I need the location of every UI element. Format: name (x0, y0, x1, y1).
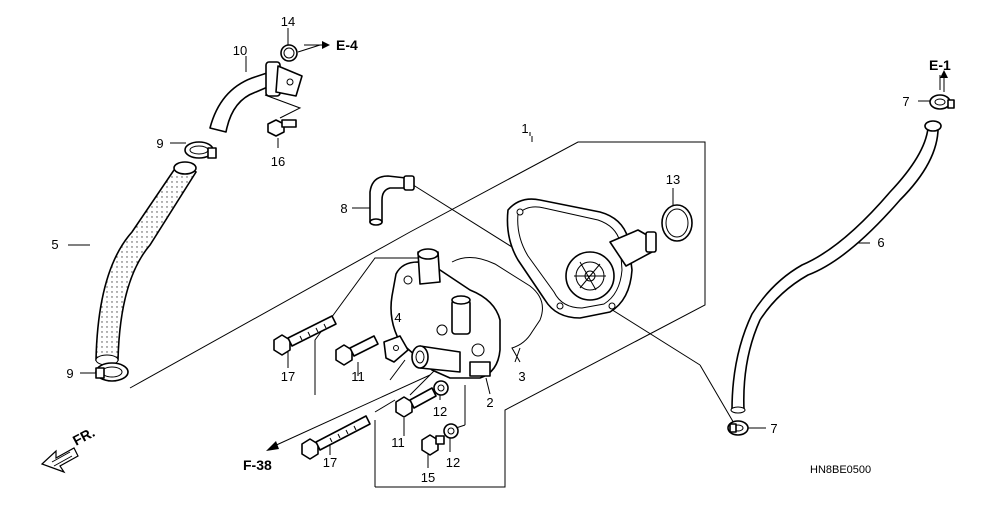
bolt-11-upper (335, 335, 379, 366)
hose-5 (95, 161, 198, 366)
label-part-17-lower: 17 (323, 455, 337, 470)
leader-lines (68, 28, 941, 468)
label-part-13: 13 (666, 172, 680, 187)
label-part-14: 14 (281, 14, 295, 29)
ref-f38: F-38 (243, 457, 272, 473)
e1-arrow (940, 70, 948, 92)
bolt-17-upper (273, 315, 337, 356)
clamp-7-top (929, 94, 955, 110)
housing-2 (390, 248, 501, 379)
clamp-9-bottom (95, 362, 129, 382)
hose-6 (730, 120, 942, 414)
label-part-16: 16 (271, 154, 285, 169)
f38-arrow (266, 374, 431, 451)
label-part-12-upper: 12 (433, 404, 447, 419)
label-part-8: 8 (340, 201, 347, 216)
clamp-7-bottom (727, 420, 749, 436)
water-pump (506, 198, 657, 319)
label-part-10: 10 (233, 43, 247, 58)
label-part-4: 4 (394, 310, 401, 325)
bolt-16 (267, 119, 297, 137)
washer-12-lower (443, 423, 459, 439)
o-ring-14-inner (283, 47, 295, 59)
label-part-9-top: 9 (156, 136, 163, 151)
ref-e1: E-1 (929, 57, 951, 73)
label-part-11-upper: 11 (351, 369, 365, 384)
e4-arrow (304, 41, 330, 49)
label-part-6: 6 (877, 235, 884, 250)
clamp-9-top (184, 141, 217, 159)
label-part-5: 5 (51, 237, 58, 252)
diagram-code: HN8BE0500 (810, 464, 871, 476)
label-part-15: 15 (421, 470, 435, 485)
bolt-11-lower (395, 387, 437, 418)
washer-12-upper (433, 380, 449, 396)
label-part-11-lower: 11 (391, 435, 405, 450)
gasket-3 (451, 257, 543, 363)
label-part-9-bottom: 9 (66, 366, 73, 381)
label-part-2: 2 (486, 395, 493, 410)
label-part-17-upper: 17 (281, 369, 295, 384)
label-part-7-top: 7 (902, 94, 909, 109)
pipe-10 (209, 61, 303, 133)
front-direction-arrow (40, 447, 79, 474)
o-ring-13-inner (665, 208, 689, 238)
part-labels: 1 2 3 4 5 6 7 7 8 9 9 10 11 11 12 12 13 … (51, 14, 909, 485)
bracket-4 (383, 335, 409, 363)
assembly-outline (129, 136, 706, 488)
label-part-3: 3 (518, 369, 525, 384)
bolt-17-lower (301, 415, 371, 460)
label-part-7-bottom: 7 (770, 421, 777, 436)
ref-e4: E-4 (336, 37, 358, 53)
bolt-15 (421, 434, 445, 456)
pipe-8 (369, 175, 415, 226)
label-part-1: 1 (521, 121, 528, 136)
label-part-12-lower: 12 (446, 455, 460, 470)
front-label: FR. (70, 424, 97, 449)
